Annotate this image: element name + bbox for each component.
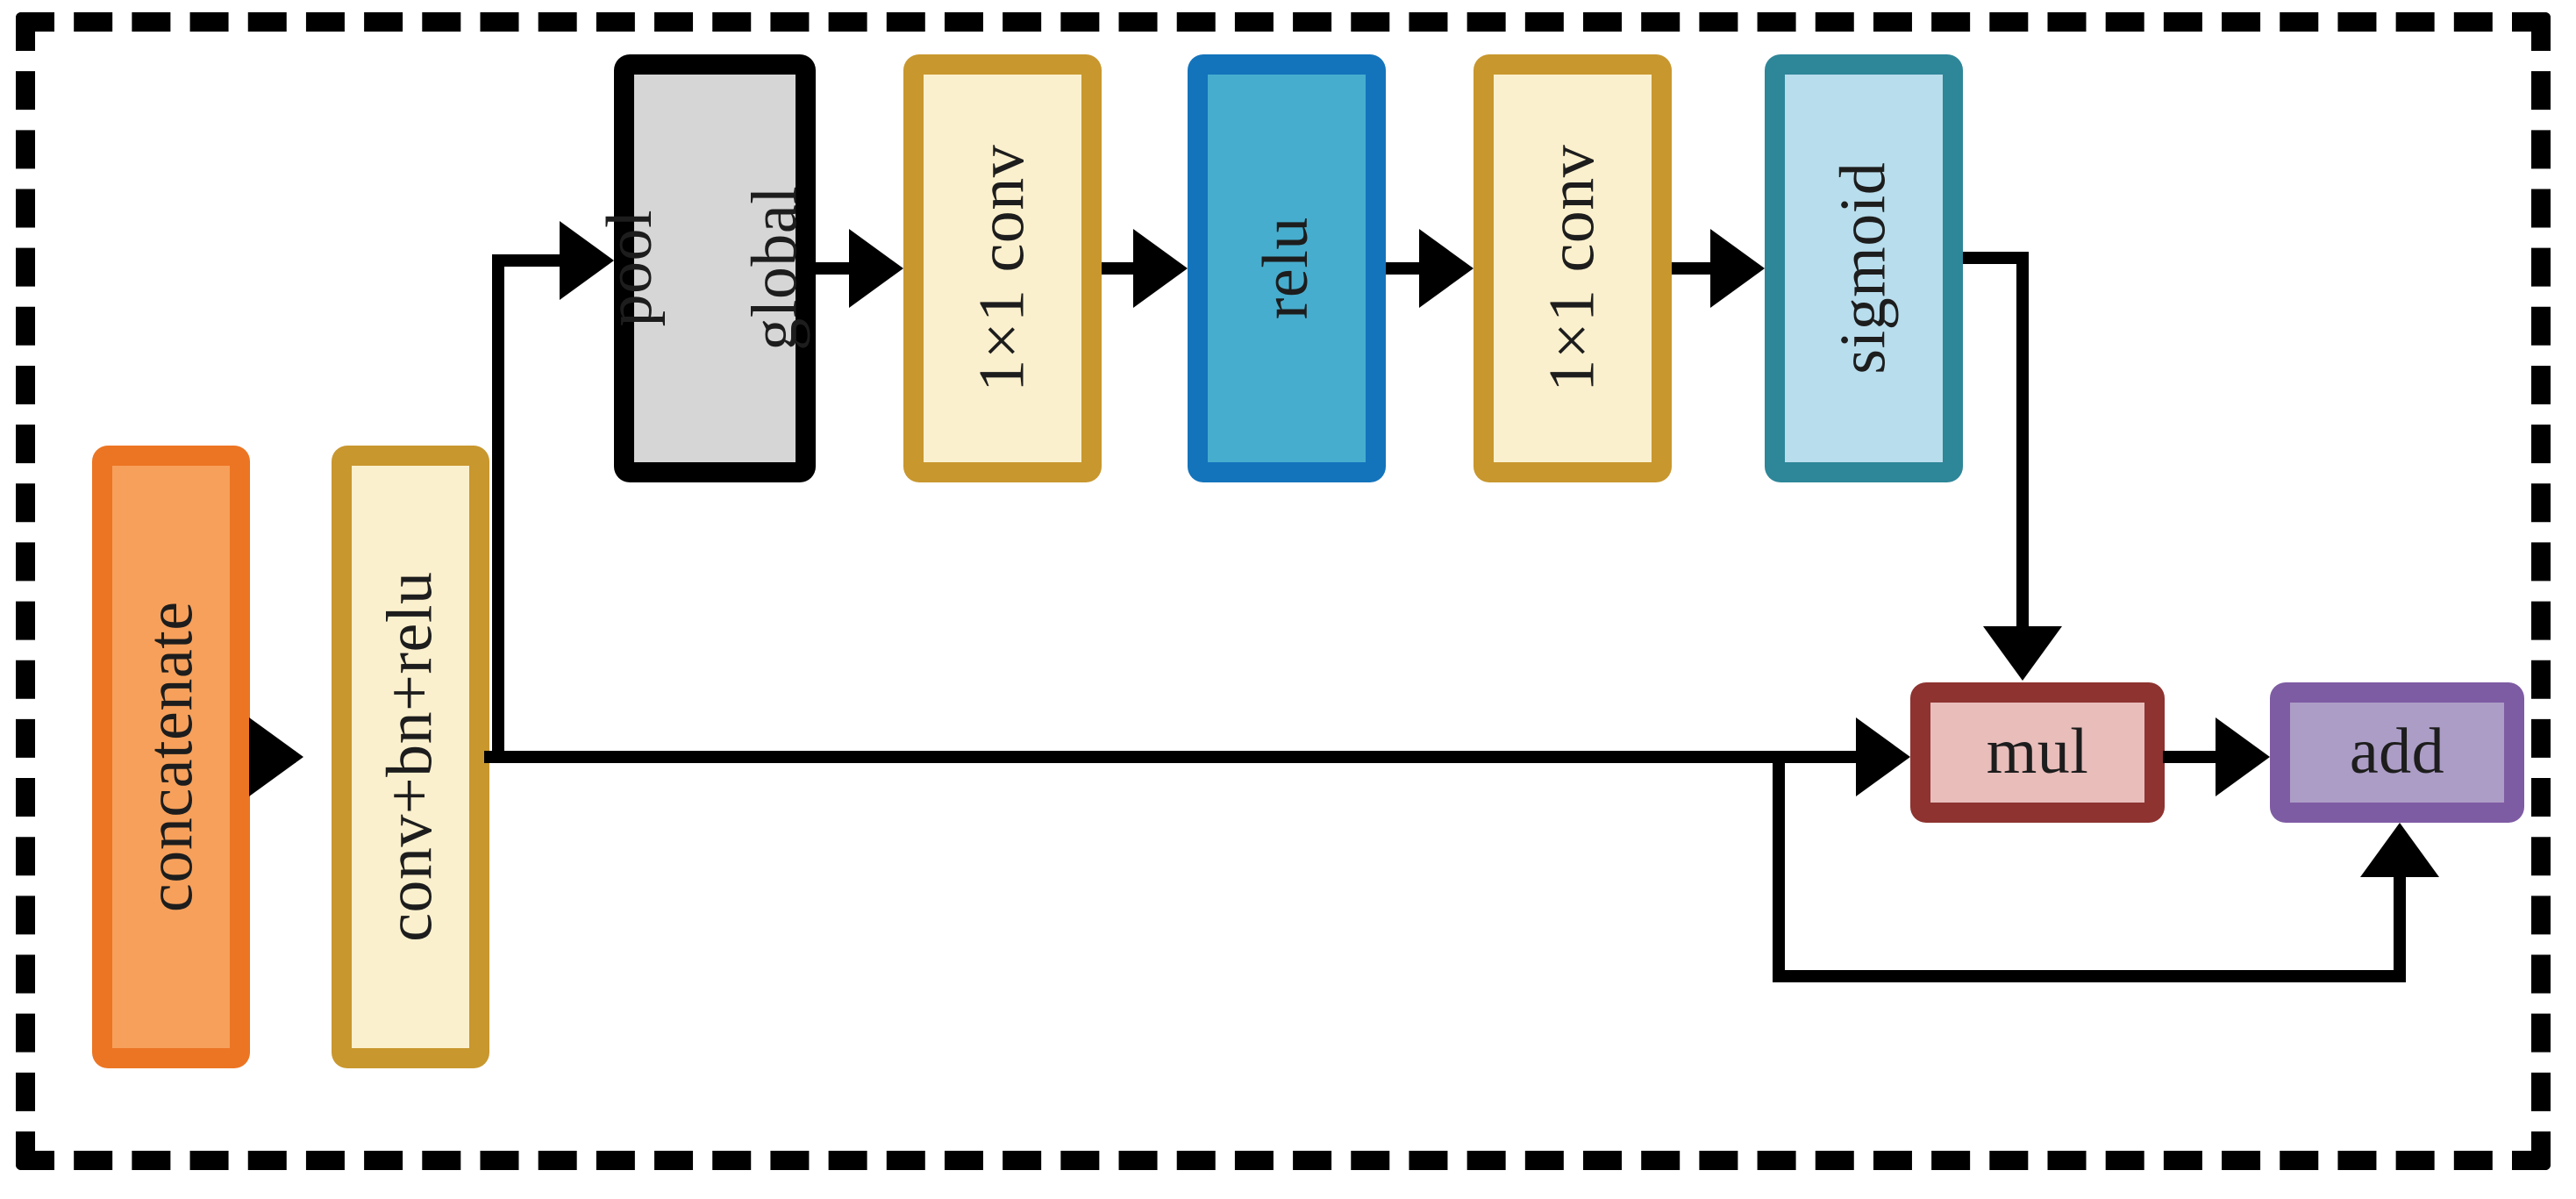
node-sigmoid[interactable]: sigmoid (1765, 54, 1963, 482)
node-mul[interactable]: mul (1910, 682, 2165, 823)
node-conv-1x1-first-label: 1×1 conv (966, 144, 1038, 393)
node-mul-inner: mul (1930, 703, 2144, 803)
edge-residual-vertical-down-line (1773, 751, 1785, 982)
node-relu-label: relu (1250, 217, 1323, 320)
edge-residual-to-add-arrowhead (2360, 823, 2439, 877)
edge-concat-to-conv-arrowhead (249, 717, 303, 796)
node-relu[interactable]: relu (1188, 54, 1386, 482)
edge-sigmoid-to-mul-arrowhead (1983, 626, 2062, 681)
edge-trunk-to-mul-arrowhead (1856, 717, 1910, 796)
edge-conv2-to-sigmoid-line (1672, 262, 1714, 275)
node-add-inner: add (2290, 703, 2504, 803)
node-add[interactable]: add (2270, 682, 2524, 823)
node-conv-1x1-first-inner: 1×1 conv (924, 75, 1081, 462)
node-conv-bn-relu-inner: conv+bn+relu (352, 466, 469, 1048)
node-sigmoid-inner: sigmoid (1785, 75, 1943, 462)
node-conv-bn-relu[interactable]: conv+bn+relu (332, 446, 489, 1068)
node-mul-label: mul (1986, 716, 2089, 789)
edge-relu-to-conv2-line (1386, 262, 1428, 275)
node-concatenate-label: concatenate (134, 601, 207, 913)
edge-conv1-to-relu-arrowhead (1133, 229, 1188, 308)
edge-sigmoid-out-vertical-line (2016, 252, 2029, 631)
node-add-label: add (2349, 716, 2445, 789)
node-relu-inner: relu (1208, 75, 1366, 462)
node-global-pool[interactable]: global pool (594, 54, 816, 482)
edge-globalpool-to-conv1-line (816, 262, 858, 275)
node-conv-1x1-second-inner: 1×1 conv (1494, 75, 1652, 462)
edge-branch-vertical-line (492, 254, 504, 758)
edge-relu-to-conv2-arrowhead (1419, 229, 1474, 308)
edge-mul-to-add-arrowhead (2216, 717, 2270, 796)
node-conv-1x1-second-label: 1×1 conv (1536, 144, 1609, 393)
node-sigmoid-label: sigmoid (1827, 162, 1900, 375)
node-conv-1x1-first[interactable]: 1×1 conv (903, 54, 1102, 482)
edge-globalpool-to-conv1-arrowhead (849, 229, 903, 308)
node-concatenate-inner: concatenate (112, 466, 230, 1048)
edge-conv2-to-sigmoid-arrowhead (1710, 229, 1765, 308)
edge-branch-to-globalpool-arrowhead (560, 221, 614, 300)
node-concatenate[interactable]: concatenate (92, 446, 250, 1068)
edge-residual-vertical-up-line (2394, 877, 2406, 981)
node-global-pool-label-line1: global (739, 186, 811, 351)
node-conv-bn-relu-label: conv+bn+relu (374, 571, 446, 943)
edge-sigmoid-out-horizontal-line (1963, 252, 2029, 264)
edge-main-trunk-line (484, 751, 1863, 763)
node-global-pool-inner: global pool (594, 75, 810, 462)
dashed-module-boundary (16, 12, 2551, 1170)
edge-mul-to-add-line (2163, 751, 2224, 763)
edge-residual-horizontal-line (1773, 970, 2406, 982)
node-conv-1x1-second[interactable]: 1×1 conv (1474, 54, 1672, 482)
